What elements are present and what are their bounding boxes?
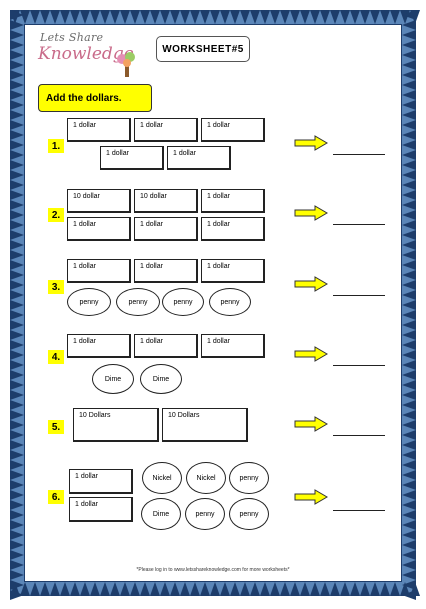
dime-coin: Dime xyxy=(141,498,181,530)
dollar-note: 1 dollar xyxy=(67,217,131,241)
penny-coin: penny xyxy=(229,498,269,530)
dollar-note: 1 dollar xyxy=(201,118,265,142)
penny-coin: penny xyxy=(162,288,204,316)
dollar-note: 10 dollar xyxy=(67,189,131,213)
penny-coin: penny xyxy=(67,288,111,316)
nickel-coin: Nickel xyxy=(186,462,226,494)
arrow-right-icon xyxy=(294,346,328,362)
penny-coin: penny xyxy=(229,462,269,494)
arrow-right-icon xyxy=(294,276,328,292)
dime-coin: Dime xyxy=(92,364,134,394)
penny-coin: penny xyxy=(116,288,160,316)
dollar-note: 1 dollar xyxy=(69,497,133,522)
arrow-right-icon xyxy=(294,205,328,221)
dollar-note: 10 Dollars xyxy=(73,408,159,442)
question-number: 1. xyxy=(48,139,64,153)
question-number: 6. xyxy=(48,490,64,504)
answer-line xyxy=(333,224,385,225)
dollar-note: 1 dollar xyxy=(134,118,198,142)
dollar-note: 1 dollar xyxy=(201,217,265,241)
penny-coin: penny xyxy=(209,288,251,316)
instruction-banner: Add the dollars. xyxy=(38,84,152,112)
question-number: 3. xyxy=(48,280,64,294)
answer-line xyxy=(333,154,385,155)
tree-icon xyxy=(117,52,135,77)
logo: Lets Share Knowledge xyxy=(36,27,136,77)
answer-line xyxy=(333,365,385,366)
penny-coin: penny xyxy=(185,498,225,530)
footer-note: *Please log in to www.letsshareknowledge… xyxy=(136,567,290,573)
dollar-note: 1 dollar xyxy=(134,217,198,241)
dollar-note: 1 dollar xyxy=(201,189,265,213)
arrow-right-icon xyxy=(294,135,328,151)
answer-line xyxy=(333,510,385,511)
answer-line xyxy=(333,295,385,296)
dollar-note: 1 dollar xyxy=(201,334,265,358)
dollar-note: 10 Dollars xyxy=(162,408,248,442)
arrow-right-icon xyxy=(294,489,328,505)
dollar-note: 1 dollar xyxy=(167,146,231,170)
dollar-note: 1 dollar xyxy=(134,334,198,358)
answer-line xyxy=(333,435,385,436)
dollar-note: 1 dollar xyxy=(67,118,131,142)
logo-text-bottom: Knowledge xyxy=(38,44,134,64)
dime-coin: Dime xyxy=(140,364,182,394)
logo-text-top: Lets Share xyxy=(40,31,104,44)
dollar-note: 10 dollar xyxy=(134,189,198,213)
question-number: 4. xyxy=(48,350,64,364)
dollar-note: 1 dollar xyxy=(69,469,133,494)
question-number: 2. xyxy=(48,208,64,222)
dollar-note: 1 dollar xyxy=(67,259,131,283)
dollar-note: 1 dollar xyxy=(134,259,198,283)
dollar-note: 1 dollar xyxy=(100,146,164,170)
worksheet-title: WORKSHEET#5 xyxy=(156,36,250,62)
arrow-right-icon xyxy=(294,416,328,432)
dollar-note: 1 dollar xyxy=(201,259,265,283)
dollar-note: 1 dollar xyxy=(67,334,131,358)
nickel-coin: Nickel xyxy=(142,462,182,494)
question-number: 5. xyxy=(48,420,64,434)
